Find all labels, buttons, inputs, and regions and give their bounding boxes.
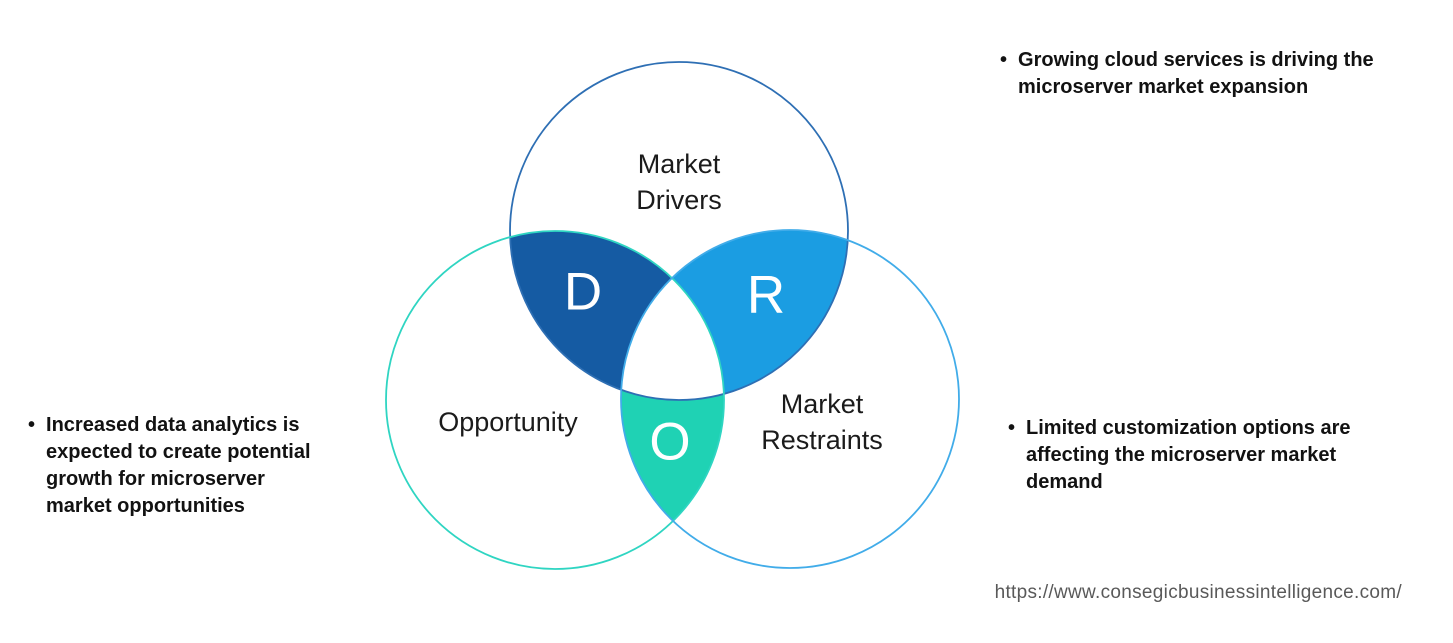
- region-letter-d: D: [563, 262, 603, 322]
- note-restraints-text: Limited customization options are affect…: [1026, 417, 1351, 493]
- circle-opportunity-outline: [385, 230, 725, 570]
- label-market-restraints: Market Restraints: [761, 389, 883, 455]
- note-opportunity-text: Increased data analytics is expected to …: [46, 414, 311, 517]
- bullet-icon: •: [28, 414, 36, 436]
- bullet-icon: •: [1000, 49, 1008, 71]
- note-restraints: • Limited customization options are affe…: [1008, 415, 1388, 496]
- note-opportunity: • Increased data analytics is expected t…: [28, 412, 358, 520]
- label-market-drivers: Market Drivers: [636, 149, 722, 215]
- note-drivers: • Growing cloud services is driving the …: [1000, 47, 1410, 101]
- label-opportunity: Opportunity: [438, 407, 578, 437]
- circle-restraints-outline: [620, 229, 960, 569]
- source-url: https://www.consegicbusinessintelligence…: [994, 582, 1402, 603]
- region-letter-o: O: [649, 412, 691, 472]
- region-letter-r: R: [746, 265, 786, 325]
- bullet-icon: •: [1008, 417, 1016, 439]
- circle-drivers-outline: [509, 61, 849, 401]
- note-drivers-text: Growing cloud services is driving the mi…: [1018, 49, 1374, 98]
